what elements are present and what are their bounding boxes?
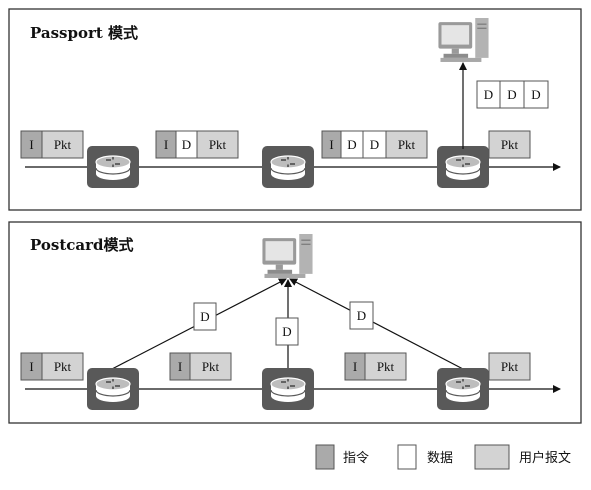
packet-box	[196, 130, 239, 159]
postcard-stage4-header: Pkt	[488, 352, 531, 381]
postcard-stage3-header: I Pkt	[344, 352, 407, 381]
packet-box	[364, 352, 407, 381]
svg-text:D: D	[484, 87, 493, 102]
legend-packet-swatch	[474, 444, 510, 470]
svg-text:Pkt: Pkt	[398, 137, 416, 152]
svg-text:Pkt: Pkt	[202, 359, 220, 374]
svg-text:D: D	[347, 137, 356, 152]
legend: 指令 数据 用户报文	[315, 444, 571, 470]
legend-data-swatch	[397, 444, 417, 470]
postcard-title: Postcard模式	[30, 236, 134, 254]
packet-box	[488, 130, 531, 159]
svg-text:I: I	[178, 359, 182, 374]
packet-box	[385, 130, 428, 159]
svg-text:D: D	[507, 87, 516, 102]
svg-text:I: I	[29, 359, 33, 374]
svg-text:D: D	[282, 324, 291, 339]
router-icon	[262, 146, 314, 188]
passport-stage3-header: I D D Pkt	[321, 130, 428, 159]
passport-panel: Passport 模式 I Pkt I D Pkt I	[8, 8, 582, 211]
legend-data-label: 数据	[427, 451, 453, 466]
data-box	[193, 302, 217, 331]
svg-text:Pkt: Pkt	[54, 359, 72, 374]
postcard-panel: Postcard模式 D D D I Pkt	[8, 221, 582, 424]
router-icon	[262, 368, 314, 410]
svg-text:I: I	[29, 137, 33, 152]
svg-text:D: D	[370, 137, 379, 152]
computer-icon	[438, 18, 490, 63]
router-icon	[437, 146, 489, 188]
svg-text:Pkt: Pkt	[54, 137, 72, 152]
svg-text:D: D	[182, 137, 191, 152]
svg-text:I: I	[164, 137, 168, 152]
svg-text:Pkt: Pkt	[377, 359, 395, 374]
svg-text:D: D	[357, 308, 366, 323]
postcard-d-left: D	[193, 302, 217, 331]
postcard-report-arrow	[289, 278, 464, 370]
passport-stage2-header: I D Pkt	[155, 130, 239, 159]
postcard-d-right: D	[349, 301, 374, 330]
postcard-stage2-header: I Pkt	[169, 352, 232, 381]
packet-box	[488, 352, 531, 381]
passport-stage4-header: Pkt	[488, 130, 531, 159]
packet-box	[189, 352, 232, 381]
svg-text:Pkt: Pkt	[501, 137, 519, 152]
passport-title: Passport 模式	[30, 24, 138, 42]
router-icon	[87, 368, 139, 410]
svg-text:Pkt: Pkt	[209, 137, 227, 152]
data-box	[275, 317, 299, 346]
passport-stage1-header: I Pkt	[20, 130, 84, 159]
data-box	[499, 80, 525, 109]
legend-instruction-label: 指令	[343, 451, 369, 466]
computer-icon	[262, 234, 314, 279]
svg-text:D: D	[200, 309, 209, 324]
legend-packet-label: 用户报文	[519, 450, 571, 466]
passport-report: D D D	[476, 80, 549, 109]
svg-text:Pkt: Pkt	[501, 359, 519, 374]
postcard-d-middle: D	[275, 317, 299, 346]
svg-text:D: D	[531, 87, 540, 102]
postcard-stage1-header: I Pkt	[20, 352, 84, 381]
router-icon	[87, 146, 139, 188]
legend-instruction-swatch	[315, 444, 335, 470]
data-box	[349, 301, 374, 330]
router-icon	[437, 368, 489, 410]
data-box	[523, 80, 549, 109]
svg-text:I: I	[329, 137, 333, 152]
svg-text:I: I	[353, 359, 357, 374]
packet-box	[41, 352, 84, 381]
packet-box	[41, 130, 84, 159]
